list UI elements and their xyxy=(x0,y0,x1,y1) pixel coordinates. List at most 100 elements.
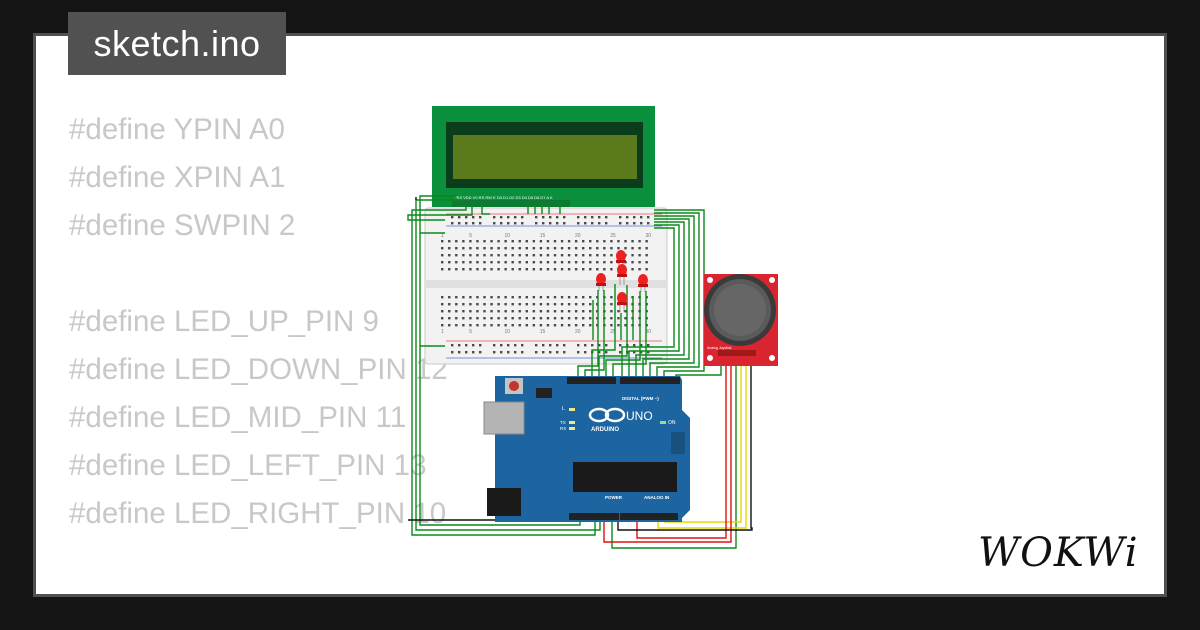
breadboard-hole xyxy=(462,317,465,320)
breadboard-hole xyxy=(469,240,472,243)
breadboard-hole xyxy=(462,240,465,243)
breadboard-hole xyxy=(441,268,444,271)
breadboard-hole xyxy=(638,247,641,250)
breadboard-hole xyxy=(504,296,507,299)
breadboard-hole xyxy=(483,254,486,257)
breadboard-hole xyxy=(574,324,578,327)
joystick-label: Analog Joystick xyxy=(707,346,732,350)
breadboard-hole xyxy=(455,247,458,250)
breadboard-hole xyxy=(589,324,592,327)
breadboard-hole xyxy=(448,303,451,306)
breadboard-hole xyxy=(465,344,468,347)
breadboard-hole xyxy=(638,254,641,257)
arduino-model: UNO xyxy=(626,409,653,423)
breadboard-hole xyxy=(532,240,536,243)
breadboard-hole xyxy=(638,268,641,271)
breadboard-hole xyxy=(539,268,543,271)
breadboard-hole xyxy=(560,240,564,243)
breadboard-hole xyxy=(451,216,454,219)
breadboard-hole xyxy=(511,261,514,264)
breadboard-hole xyxy=(511,247,514,250)
led-mid[interactable] xyxy=(617,264,627,285)
breadboard-hole xyxy=(469,310,472,313)
breadboard-hole xyxy=(511,254,514,257)
code-line: #define YPIN A0 xyxy=(69,113,285,146)
led-left[interactable] xyxy=(596,273,606,291)
breadboard-hole xyxy=(582,247,585,250)
code-line: #define LED_UP_PIN 9 xyxy=(69,305,379,338)
breadboard-hole xyxy=(539,247,543,250)
breadboard-hole xyxy=(514,222,517,225)
breadboard-hole xyxy=(511,296,514,299)
lcd-display[interactable]: VSS VDD V0 RS RW E D0 D1 D2 D3 D4 D5 D6 … xyxy=(432,106,655,207)
breadboard-hole xyxy=(563,351,566,354)
breadboard-hole xyxy=(603,247,606,250)
breadboard-hole xyxy=(448,247,451,250)
breadboard-hole xyxy=(596,261,599,264)
breadboard-hole xyxy=(511,310,514,313)
breadboard-hole xyxy=(574,240,578,243)
breadboard-hole xyxy=(574,296,578,299)
breadboard-hole xyxy=(465,216,468,219)
arduino-uno[interactable]: UNO ARDUINO DIGITAL (PWM ~) POWER ANALOG… xyxy=(483,376,690,522)
breadboard-hole xyxy=(589,310,592,313)
breadboard-hole xyxy=(542,216,545,219)
led-right[interactable] xyxy=(638,274,648,292)
breadboard-hole xyxy=(497,303,500,306)
breadboard-hole xyxy=(647,216,650,219)
analog-joystick[interactable]: Analog Joystick xyxy=(704,274,778,366)
breadboard-column-number: 20 xyxy=(575,233,581,239)
breadboard-hole xyxy=(483,317,486,320)
breadboard-hole xyxy=(455,303,458,306)
breadboard-hole xyxy=(631,261,634,264)
breadboard-hole xyxy=(610,317,613,320)
breadboard-hole xyxy=(645,268,648,271)
breadboard-hole xyxy=(490,324,493,327)
breadboard-hole xyxy=(598,344,601,347)
breadboard-hole xyxy=(535,216,538,219)
breadboard-hole xyxy=(582,261,585,264)
breadboard-hole xyxy=(640,351,643,354)
breadboard-hole xyxy=(511,317,514,320)
breadboard-hole xyxy=(469,247,472,250)
wokwi-logo: WOKWi xyxy=(978,530,1138,576)
breadboard-hole xyxy=(631,268,634,271)
breadboard-hole xyxy=(511,268,514,271)
breadboard-hole xyxy=(532,296,536,299)
breadboard-hole xyxy=(546,247,550,250)
breadboard-hole xyxy=(497,261,500,264)
breadboard-hole xyxy=(532,310,536,313)
breadboard-hole xyxy=(490,254,493,257)
breadboard-hole xyxy=(535,351,538,354)
breadboard-column-number: 10 xyxy=(504,233,510,239)
breadboard-hole xyxy=(458,344,461,347)
breadboard-hole xyxy=(610,296,613,299)
breadboard-hole xyxy=(539,303,543,306)
led-down[interactable] xyxy=(617,292,627,312)
breadboard-column-number: 5 xyxy=(469,233,472,239)
breadboard-hole xyxy=(563,222,566,225)
breadboard-hole xyxy=(448,261,451,264)
breadboard-hole xyxy=(589,317,592,320)
breadboard-hole xyxy=(553,268,557,271)
breadboard-hole xyxy=(563,216,566,219)
breadboard-hole xyxy=(504,268,507,271)
breadboard-hole xyxy=(532,247,536,250)
breadboard-hole xyxy=(455,261,458,264)
breadboard-hole xyxy=(493,216,496,219)
breadboard-hole xyxy=(469,254,472,257)
breadboard-hole xyxy=(542,344,545,347)
breadboard-hole xyxy=(451,351,454,354)
breadboard-hole xyxy=(441,310,444,313)
breadboard-hole xyxy=(532,303,536,306)
breadboard-hole xyxy=(455,254,458,257)
breadboard-hole xyxy=(497,240,500,243)
breadboard-hole xyxy=(441,296,444,299)
breadboard-hole xyxy=(490,310,493,313)
code-line: #include <LiquidCrystal.h> xyxy=(69,586,448,594)
breadboard-hole xyxy=(532,254,536,257)
breadboard-hole xyxy=(574,268,578,271)
breadboard-hole xyxy=(553,247,557,250)
